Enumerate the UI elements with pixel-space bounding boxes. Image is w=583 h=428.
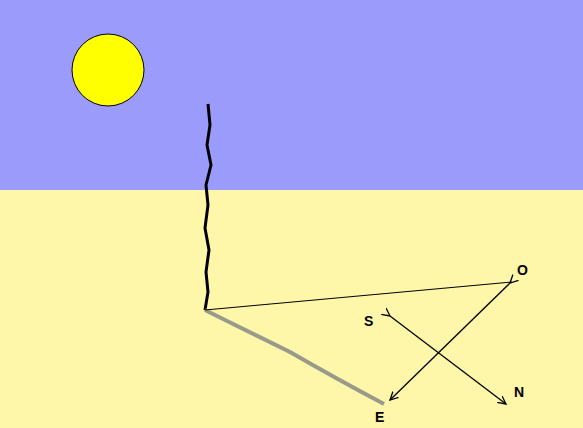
compass-label: E [375,409,384,425]
ground [0,190,583,428]
stick [205,104,211,310]
shadow [205,310,384,404]
compass-label: O [517,262,528,278]
compass-label: S [364,313,373,329]
south-north-arrow [390,316,506,404]
reference-line [205,282,512,310]
compass-label: N [514,384,524,400]
sun [72,34,144,106]
sky [0,0,583,190]
west-east-arrow [390,283,510,400]
